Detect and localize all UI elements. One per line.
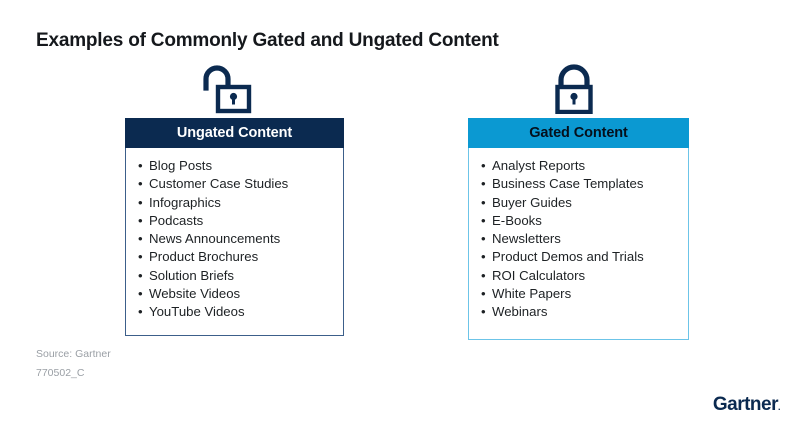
bullet-glyph: •	[481, 158, 486, 173]
bullet-glyph: •	[138, 231, 143, 247]
list-item: • Infographics	[138, 194, 331, 212]
list-item-label: Blog Posts	[149, 158, 213, 173]
list-item: • Buyer Guides	[481, 194, 676, 212]
list-item-label: ROI Calculators	[492, 267, 586, 283]
list-item-label: White Papers	[492, 286, 572, 302]
bullet-glyph: •	[138, 212, 143, 228]
bullet-glyph: •	[481, 194, 486, 210]
gartner-logo-text: Gartner	[712, 394, 779, 415]
list-item: • Newsletters	[481, 230, 676, 248]
list-item: • Website Videos	[138, 285, 331, 303]
lock-closed-icon	[548, 62, 600, 119]
bullet-glyph: •	[481, 212, 486, 228]
card-ungated-header-label: Ungated Content	[176, 125, 293, 141]
bullet-glyph: •	[481, 176, 486, 192]
list-item-label: Podcasts	[149, 212, 204, 228]
card-gated-body: • Analyst Reports • Business Case Template…	[468, 148, 689, 340]
list-item-label: Solution Briefs	[149, 267, 235, 283]
gartner-logo: Gartner.	[712, 394, 781, 416]
list-item: • E-Books	[481, 212, 676, 230]
list-item: • YouTube Videos	[138, 303, 331, 321]
list-item-label: Product Demos and Trials	[492, 249, 644, 265]
list-item-label: Buyer Guides	[492, 194, 572, 210]
lock-open-icon	[196, 62, 252, 119]
gated-content-list: • Analyst Reports • Business Case Template…	[481, 157, 676, 322]
bullet-glyph: •	[138, 176, 143, 192]
card-gated-header: Gated Content	[468, 118, 689, 148]
list-item: • Podcasts	[138, 212, 331, 230]
list-item: • Business Case Templates	[481, 175, 676, 193]
bullet-glyph: •	[138, 158, 143, 173]
list-item-label: Website Videos	[149, 286, 241, 302]
list-item: • Product Brochures	[138, 248, 331, 266]
page-title: Examples of Commonly Gated and Ungated C…	[36, 30, 499, 51]
card-gated-content: Gated Content • Analyst Reports • Business…	[468, 118, 689, 340]
card-gated-header-label: Gated Content	[529, 125, 628, 141]
list-item-label: E-Books	[492, 212, 542, 228]
list-item: • News Announcements	[138, 230, 331, 248]
bullet-glyph: •	[481, 267, 486, 283]
bullet-glyph: •	[138, 286, 143, 302]
bullet-glyph: •	[481, 286, 486, 302]
bullet-glyph: •	[138, 304, 143, 320]
card-ungated-body: • Blog Posts • Customer Case Studies • Info…	[125, 148, 344, 336]
list-item: • White Papers	[481, 285, 676, 303]
list-item-label: Analyst Reports	[492, 158, 586, 173]
document-id: 770502_C	[36, 367, 85, 379]
list-item-label: News Announcements	[149, 231, 281, 247]
source-note: Source: Gartner	[36, 348, 111, 360]
list-item: • Analyst Reports	[481, 157, 676, 175]
list-item: • Blog Posts	[138, 157, 331, 175]
list-item: • Product Demos and Trials	[481, 248, 676, 266]
list-item: • Webinars	[481, 303, 676, 321]
registered-mark: .	[777, 402, 781, 412]
bullet-glyph: •	[481, 249, 486, 265]
list-item-label: Customer Case Studies	[149, 176, 289, 192]
list-item-label: Business Case Templates	[492, 176, 644, 192]
list-item-label: Product Brochures	[149, 249, 259, 265]
list-item-label: Webinars	[492, 304, 548, 320]
bullet-glyph: •	[138, 267, 143, 283]
bullet-glyph: •	[138, 249, 143, 265]
bullet-glyph: •	[481, 304, 486, 320]
list-item: • Customer Case Studies	[138, 175, 331, 193]
bullet-glyph: •	[138, 194, 143, 210]
card-ungated-content: Ungated Content • Blog Posts • Customer Ca…	[125, 118, 344, 336]
ungated-content-list: • Blog Posts • Customer Case Studies • Info…	[138, 157, 331, 322]
card-ungated-header: Ungated Content	[125, 118, 344, 148]
list-item-label: Infographics	[149, 194, 221, 210]
list-item: • Solution Briefs	[138, 267, 331, 285]
bullet-glyph: •	[481, 231, 486, 247]
list-item-label: Newsletters	[492, 231, 561, 247]
list-item: • ROI Calculators	[481, 267, 676, 285]
list-item-label: YouTube Videos	[149, 304, 245, 320]
